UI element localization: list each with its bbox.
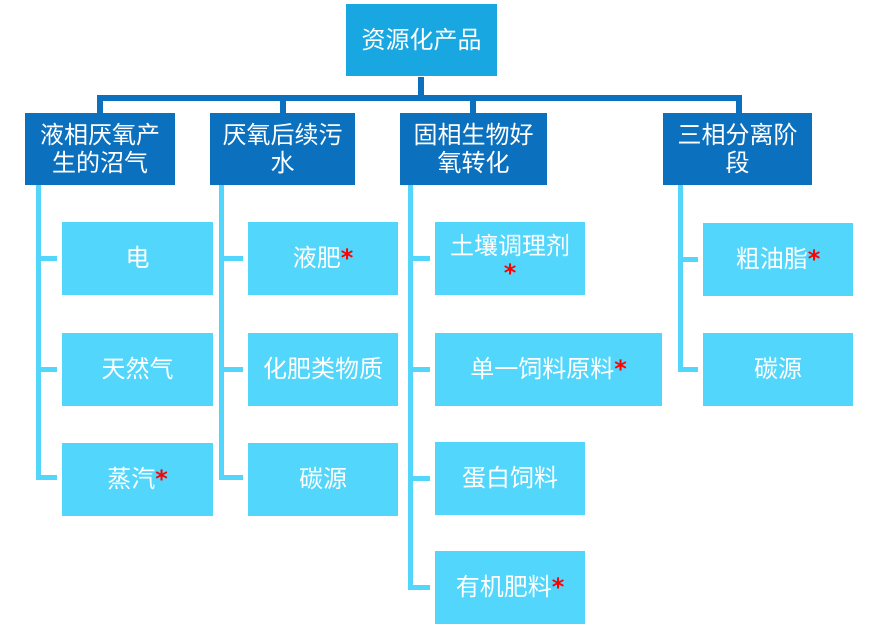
node-label: 蒸汽* — [107, 465, 168, 494]
connector-root-stem — [418, 77, 424, 101]
node-label: 三相分离阶段 — [677, 120, 798, 177]
connector-top-rail — [97, 95, 742, 101]
connector-col3-stub-2 — [408, 367, 430, 372]
connector-col3-stub-3 — [408, 476, 430, 481]
node-organic-fertilizer: 有机肥料* — [435, 551, 585, 624]
node-label: 碳源 — [754, 355, 802, 384]
node-label: 粗油脂* — [735, 245, 821, 274]
asterisk-marker: * — [807, 245, 821, 274]
connector-col2-stub-1 — [219, 256, 243, 261]
asterisk-marker: * — [614, 355, 627, 384]
node-natural-gas: 天然气 — [62, 333, 213, 406]
node-label: 土壤调理剂* — [450, 232, 570, 287]
node-solid-phase-aerobic: 固相生物好氧转化 — [400, 113, 547, 185]
node-carbon-source-separation: 碳源 — [703, 333, 853, 406]
connector-col3-stub-4 — [408, 585, 430, 590]
node-chemical-fertilizer-substances: 化肥类物质 — [248, 333, 398, 406]
connector-col2-rail — [219, 185, 224, 480]
asterisk-marker: * — [551, 573, 565, 602]
connector-col1-stub-2 — [36, 367, 57, 372]
node-liquid-fertilizer: 液肥* — [248, 222, 398, 295]
connector-col3-rail — [408, 185, 413, 590]
node-anaerobic-wastewater: 厌氧后续污水 — [210, 113, 355, 185]
node-protein-feed: 蛋白饲料 — [435, 442, 585, 515]
node-three-phase-separation: 三相分离阶段 — [663, 113, 812, 185]
node-label: 电 — [125, 244, 150, 273]
node-label: 碳源 — [299, 465, 347, 494]
node-label: 资源化产品 — [361, 25, 482, 54]
connector-branch1-drop — [97, 95, 103, 113]
node-label: 有机肥料* — [455, 573, 565, 602]
node-liquid-phase-biogas: 液相厌氧产生的沼气 — [25, 113, 175, 185]
connector-col4-rail — [678, 185, 683, 372]
node-label: 液相厌氧产生的沼气 — [40, 120, 160, 177]
connector-branch4-drop — [736, 95, 742, 113]
node-label: 单一饲料原料* — [470, 355, 627, 384]
node-crude-grease: 粗油脂* — [703, 223, 853, 296]
node-steam: 蒸汽* — [62, 443, 213, 516]
connector-col1-stub-1 — [36, 256, 57, 261]
node-carbon-source-wastewater: 碳源 — [248, 443, 398, 516]
node-electricity: 电 — [62, 222, 213, 295]
node-label: 化肥类物质 — [263, 355, 383, 384]
node-label: 固相生物好氧转化 — [413, 120, 534, 177]
node-label: 天然气 — [101, 355, 174, 384]
connector-col1-stub-3 — [36, 475, 57, 480]
connector-branch2-drop — [280, 95, 286, 113]
node-root: 资源化产品 — [346, 4, 497, 76]
node-soil-conditioner: 土壤调理剂* — [435, 222, 585, 295]
connector-col2-stub-3 — [219, 475, 243, 480]
asterisk-marker: * — [503, 258, 517, 287]
asterisk-marker: * — [155, 465, 168, 494]
asterisk-marker: * — [340, 244, 354, 273]
node-single-feed-material: 单一饲料原料* — [435, 333, 662, 406]
node-label: 厌氧后续污水 — [222, 120, 343, 177]
connector-branch3-drop — [470, 95, 476, 113]
node-label: 液肥* — [292, 244, 354, 273]
connector-col1-rail — [36, 185, 41, 480]
connector-col4-stub-1 — [678, 257, 698, 262]
connector-col3-stub-1 — [408, 256, 430, 261]
connector-col4-stub-2 — [678, 367, 698, 372]
node-label: 蛋白饲料 — [462, 464, 558, 493]
connector-col2-stub-2 — [219, 367, 243, 372]
